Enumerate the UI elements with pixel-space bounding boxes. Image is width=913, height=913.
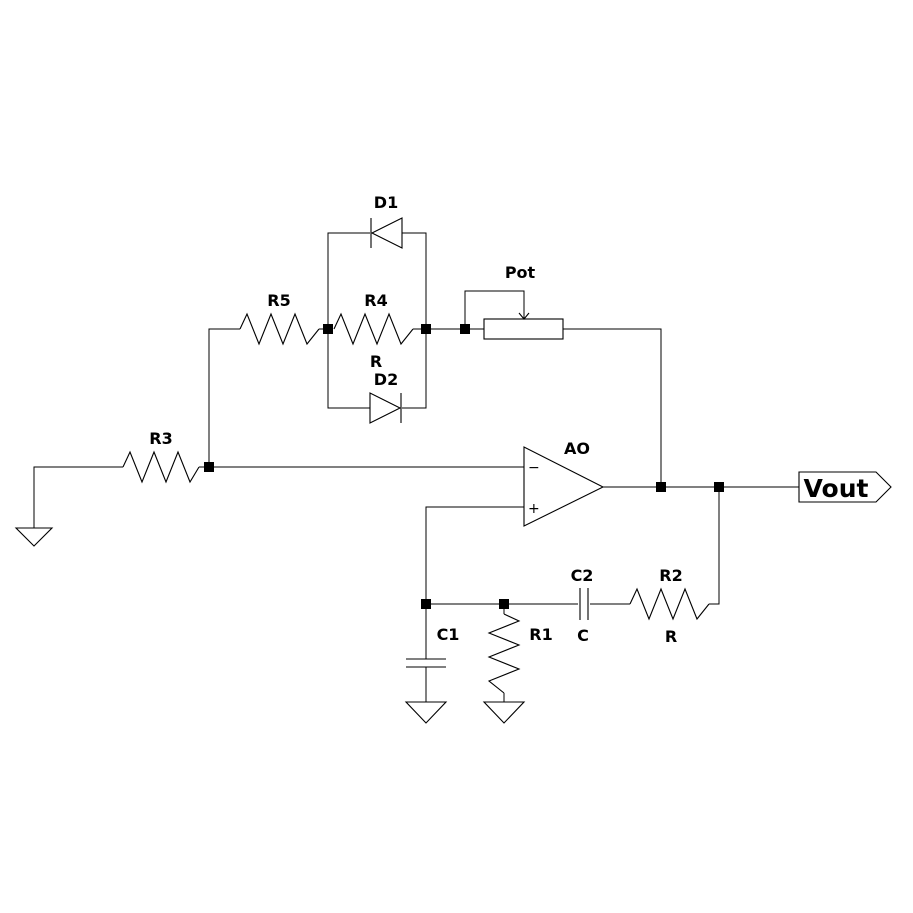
output-port-vout: Vout (798, 471, 892, 503)
c2-value-label: C (577, 626, 589, 645)
inverting-input-sign: − (528, 460, 540, 476)
capacitor-c2: C2 C (571, 566, 594, 645)
ground-symbol-r1 (482, 701, 526, 724)
resistor-r1: R1 (487, 613, 553, 694)
diode-d1: D1 (370, 193, 403, 249)
junction-dot (714, 482, 724, 492)
wires (33, 232, 799, 702)
r2-value-label: R (665, 627, 677, 646)
c1-ref-label: C1 (437, 625, 460, 644)
ground-symbol-c1 (404, 701, 448, 724)
r4-value-label: R (370, 352, 382, 371)
junction-dot (499, 599, 509, 609)
ao-ref-label: AO (564, 439, 590, 458)
r5-ref-label: R5 (267, 291, 290, 310)
d2-ref-label: D2 (374, 370, 398, 389)
resistor-r5: R5 (239, 291, 320, 346)
c2-ref-label: C2 (571, 566, 594, 585)
r1-ref-label: R1 (529, 625, 552, 644)
resistor-r4: R4 R (333, 291, 414, 371)
resistor-r2: R2 R (629, 566, 710, 646)
op-amp-ao: − + AO (523, 439, 605, 527)
non-inverting-input-sign: + (528, 501, 540, 517)
junction-dot (204, 462, 214, 472)
pot-ref-label: Pot (505, 263, 536, 282)
diode-d2: D2 (369, 370, 402, 424)
vout-label: Vout (804, 474, 869, 503)
d1-ref-label: D1 (374, 193, 398, 212)
resistor-r3: R3 (122, 429, 200, 484)
junction-dot (421, 324, 431, 334)
junction-dot (421, 599, 431, 609)
r2-ref-label: R2 (659, 566, 682, 585)
r3-ref-label: R3 (149, 429, 172, 448)
r4-ref-label: R4 (364, 291, 387, 310)
junction-dots (204, 324, 724, 609)
junction-dot (656, 482, 666, 492)
junction-dot (460, 324, 470, 334)
potentiometer-pot: Pot (483, 263, 564, 340)
capacitor-c1: C1 (406, 625, 460, 668)
junction-dot (323, 324, 333, 334)
ground-symbol-left (14, 527, 54, 547)
